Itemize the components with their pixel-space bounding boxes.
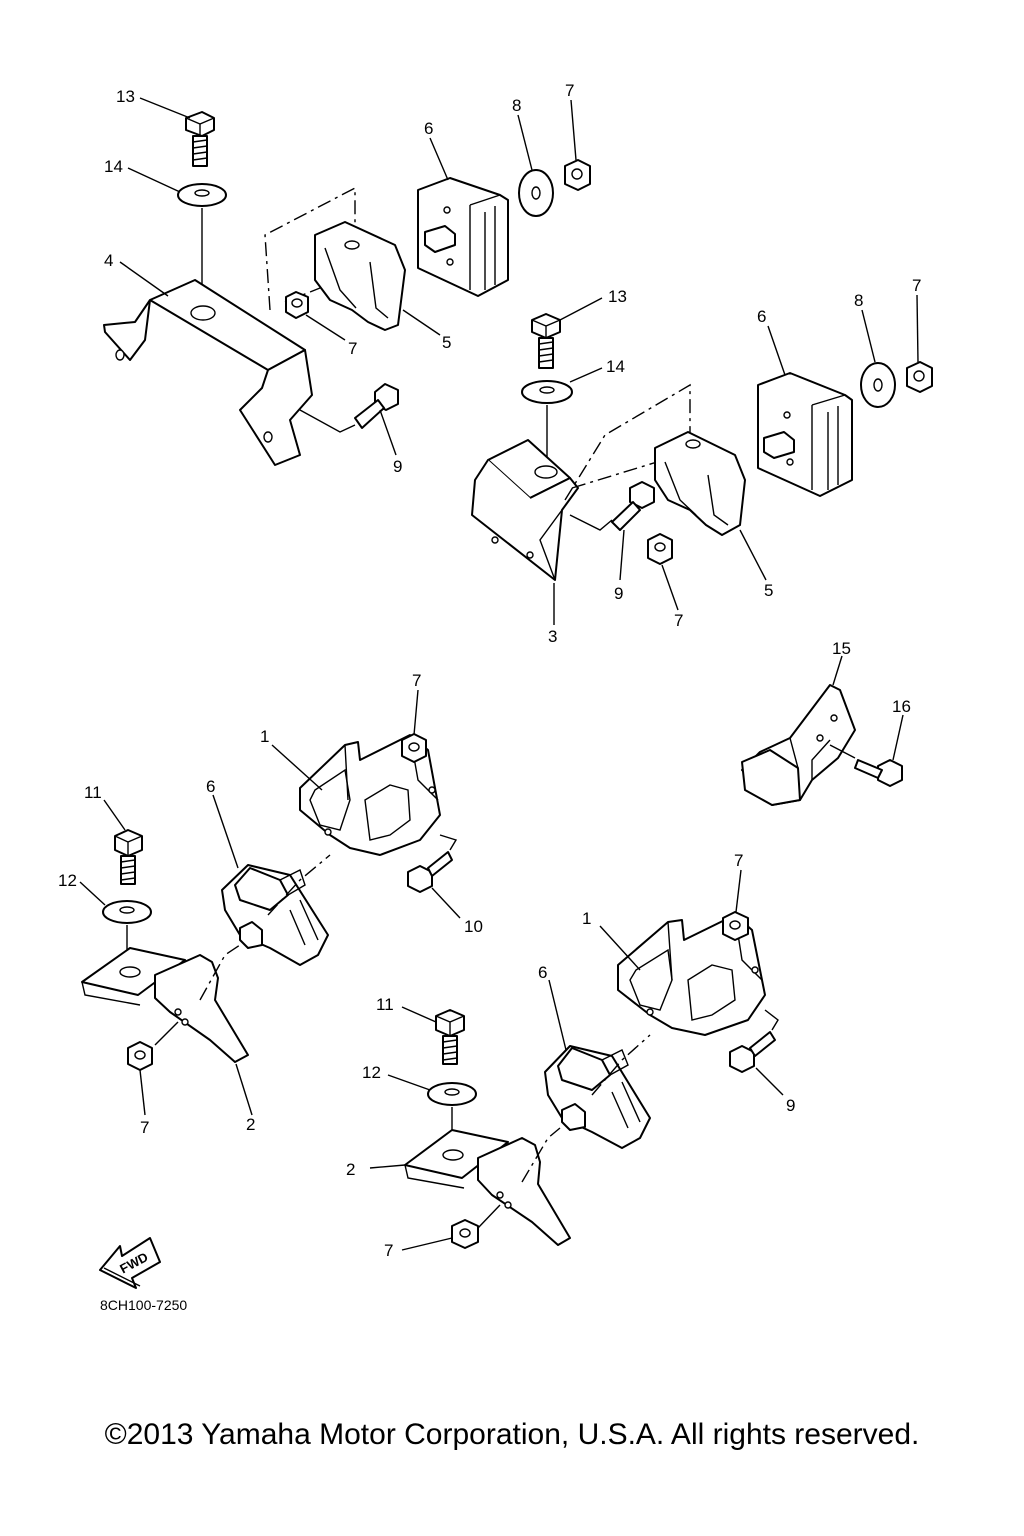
callout-9: 9: [393, 457, 402, 476]
bolt-13-top-left: [185, 111, 215, 167]
callout-6: 6: [424, 119, 433, 138]
callout-6: 6: [757, 307, 766, 326]
callout-12: 12: [58, 871, 77, 890]
callout-16: 16: [892, 697, 911, 716]
callout-7: 7: [734, 851, 743, 870]
bracket-2-left: [81, 947, 249, 1063]
callout-7: 7: [565, 81, 574, 100]
stopper-15: [741, 684, 856, 806]
bolt-9-top-left: [354, 383, 399, 429]
callout-10: 10: [464, 917, 483, 936]
nut-7-e: [401, 733, 427, 763]
callout-13: 13: [116, 87, 135, 106]
rubber-mount-6-top: [417, 177, 509, 297]
callout-2: 2: [346, 1160, 355, 1179]
rubber-mount-6-lower-left: [221, 864, 329, 966]
washer-14-top-right: [521, 380, 573, 404]
callout-7: 7: [674, 611, 683, 630]
callout-1: 1: [260, 727, 269, 746]
callout-5: 5: [442, 333, 451, 352]
washer-12-left: [102, 900, 152, 924]
bracket-5-right: [654, 431, 746, 536]
assembly-lower-right: 1 6 7 11 12 9 2 7: [346, 851, 795, 1260]
bolt-10: [407, 851, 453, 893]
callout-11: 11: [84, 783, 102, 802]
nut-7-right: [906, 361, 933, 393]
callout-15: 15: [832, 639, 851, 658]
nut-7-f: [127, 1041, 153, 1071]
bolt-11-right: [435, 1009, 465, 1065]
bolt-9-top-right: [611, 481, 655, 531]
bracket-1-left: [299, 734, 441, 856]
callout-8: 8: [512, 96, 521, 115]
callout-7: 7: [348, 339, 357, 358]
callout-14: 14: [104, 157, 123, 176]
washer-8-top: [518, 169, 554, 217]
washer-12-right: [427, 1082, 477, 1106]
nut-7-g: [722, 911, 749, 941]
nut-7-h: [451, 1219, 479, 1249]
nut-7-top: [564, 159, 591, 191]
washer-8-right: [860, 362, 896, 408]
assembly-top-right: 13 14 6 8 7 9 7 5 3: [471, 276, 933, 646]
callout-9: 9: [614, 584, 623, 603]
callout-14: 14: [606, 357, 625, 376]
bracket-2-right: [404, 1129, 571, 1246]
nut-7-a: [285, 291, 309, 319]
rubber-mount-6-lower-right: [544, 1045, 651, 1149]
bracket-5-top: [314, 221, 406, 331]
callout-1: 1: [582, 909, 591, 928]
callout-2: 2: [246, 1115, 255, 1134]
assembly-stopper: 15 16: [741, 639, 911, 806]
callout-7: 7: [384, 1241, 393, 1260]
callout-9: 9: [786, 1096, 795, 1115]
callout-7: 7: [140, 1118, 149, 1137]
washer-14-top-left: [177, 183, 227, 207]
callout-12: 12: [362, 1063, 381, 1082]
callout-8: 8: [854, 291, 863, 310]
assembly-lower-left: 1 6 7 11 12 10 7 2: [58, 671, 483, 1137]
bolt-9-lower: [729, 1031, 776, 1073]
bracket-1-right: [617, 914, 766, 1036]
bracket-4: [103, 279, 313, 466]
callout-4: 4: [104, 251, 113, 270]
bolt-16: [854, 759, 903, 787]
callout-13: 13: [608, 287, 627, 306]
assembly-top-left: 13 14 4 6 8 7 7 5 9: [103, 81, 591, 476]
nut-7-d: [647, 533, 673, 565]
forward-arrow-icon: FWD: [99, 1237, 161, 1289]
callout-7: 7: [412, 671, 421, 690]
copyright-notice: ©2013 Yamaha Motor Corporation, U.S.A. A…: [104, 1418, 920, 1451]
rubber-mount-6-right: [757, 372, 853, 497]
bolt-11-left: [114, 829, 143, 885]
callout-6: 6: [538, 963, 547, 982]
drawing-code: 8CH100-7250: [100, 1297, 187, 1313]
bolt-13-top-right: [531, 313, 561, 369]
callout-5: 5: [764, 581, 773, 600]
callout-11: 11: [376, 995, 394, 1014]
callout-3: 3: [548, 627, 557, 646]
callout-6: 6: [206, 777, 215, 796]
bracket-3: [471, 439, 579, 581]
callout-7: 7: [912, 276, 921, 295]
